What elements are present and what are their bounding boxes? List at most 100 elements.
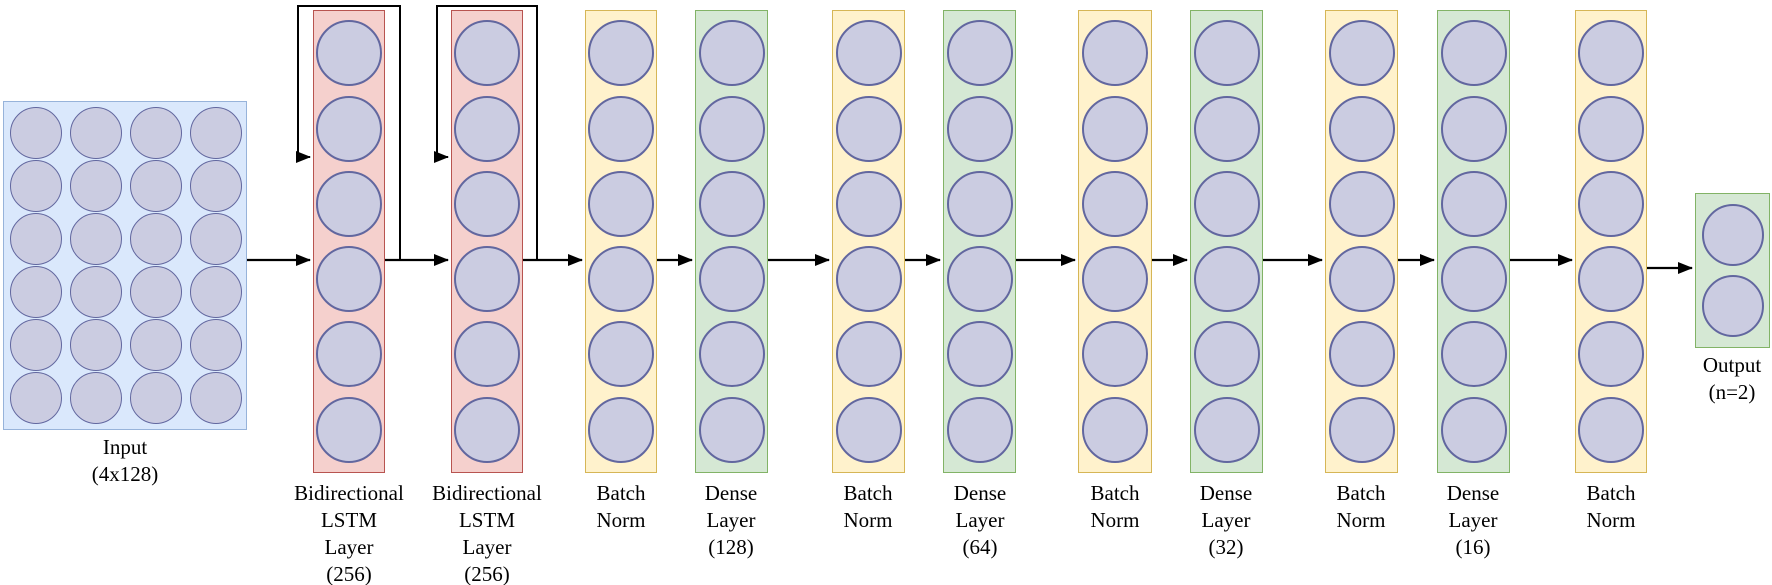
neuron-circle bbox=[454, 321, 520, 388]
neuron-circle bbox=[698, 396, 765, 463]
neuron-circle bbox=[1193, 170, 1260, 237]
label-dense-16: Dense Layer (16) bbox=[1446, 481, 1500, 559]
neuron-circle bbox=[190, 160, 242, 212]
neuron-circle bbox=[1578, 246, 1644, 313]
layer-dense-64 bbox=[943, 10, 1016, 473]
neuron-circle bbox=[698, 20, 765, 87]
neuron-circle bbox=[835, 321, 902, 388]
neuron-circle bbox=[698, 95, 765, 162]
neuron-circle bbox=[1701, 203, 1764, 266]
neuron-circle bbox=[1440, 95, 1507, 162]
label-batchnorm-1: Batch Norm bbox=[596, 481, 646, 532]
neuron-circle bbox=[190, 319, 242, 371]
neuron-circle bbox=[835, 246, 902, 313]
neuron-circle bbox=[1328, 95, 1395, 162]
neuron-circle bbox=[1082, 20, 1148, 87]
layer-batchnorm-1 bbox=[585, 10, 657, 473]
label-dense-128: Dense Layer (128) bbox=[704, 481, 758, 559]
neuron-circle bbox=[454, 246, 520, 313]
neuron-circle bbox=[1082, 95, 1148, 162]
neuron-circle bbox=[1440, 20, 1507, 87]
neuron-circle bbox=[1578, 170, 1644, 237]
neuron-circle bbox=[1578, 95, 1644, 162]
label-batchnorm-2: Batch Norm bbox=[843, 481, 893, 532]
neuron-circle bbox=[1082, 396, 1148, 463]
neuron-circle bbox=[316, 170, 382, 237]
neuron-circle bbox=[454, 95, 520, 162]
neuron-circle bbox=[698, 246, 765, 313]
neuron-circle bbox=[1578, 396, 1644, 463]
neuron-circle bbox=[946, 246, 1013, 313]
neuron-circle bbox=[1578, 321, 1644, 388]
neuron-circle bbox=[70, 213, 122, 265]
neuron-circle bbox=[190, 266, 242, 318]
neuron-circle bbox=[190, 107, 242, 159]
label-dense-64: Dense Layer (64) bbox=[953, 481, 1007, 559]
layer-output bbox=[1695, 193, 1770, 348]
neuron-circle bbox=[1328, 246, 1395, 313]
neuron-circle bbox=[1193, 95, 1260, 162]
neuron-circle bbox=[316, 95, 382, 162]
layer-dense-16 bbox=[1437, 10, 1510, 473]
neuron-circle bbox=[1578, 20, 1644, 87]
neuron-circle bbox=[1193, 20, 1260, 87]
neuron-circle bbox=[130, 160, 182, 212]
label-bilstm-1: Bidirectional LSTM Layer (256) bbox=[294, 481, 404, 585]
neuron-circle bbox=[1701, 275, 1764, 338]
layer-batchnorm-2 bbox=[832, 10, 905, 473]
neuron-circle bbox=[1082, 170, 1148, 237]
neuron-circle bbox=[130, 372, 182, 424]
neuron-circle bbox=[1328, 321, 1395, 388]
neuron-circle bbox=[698, 321, 765, 388]
neuron-circle bbox=[835, 95, 902, 162]
neuron-circle bbox=[130, 213, 182, 265]
neuron-circle bbox=[946, 170, 1013, 237]
neuron-circle bbox=[1082, 321, 1148, 388]
neuron-circle bbox=[70, 319, 122, 371]
neuron-circle bbox=[10, 213, 62, 265]
neuron-circle bbox=[70, 107, 122, 159]
neuron-circle bbox=[835, 20, 902, 87]
neuron-circle bbox=[946, 321, 1013, 388]
layer-batchnorm-3 bbox=[1078, 10, 1152, 473]
neuron-circle bbox=[10, 160, 62, 212]
neuron-circle bbox=[130, 319, 182, 371]
neuron-circle bbox=[1328, 396, 1395, 463]
neuron-circle bbox=[10, 319, 62, 371]
neuron-circle bbox=[454, 170, 520, 237]
neuron-circle bbox=[316, 321, 382, 388]
neuron-circle bbox=[835, 170, 902, 237]
neuron-circle bbox=[10, 107, 62, 159]
label-dense-32: Dense Layer (32) bbox=[1199, 481, 1253, 559]
neuron-circle bbox=[454, 396, 520, 463]
neuron-circle bbox=[454, 20, 520, 87]
label-batchnorm-4: Batch Norm bbox=[1336, 481, 1386, 532]
label-bilstm-2: Bidirectional LSTM Layer (256) bbox=[432, 481, 542, 585]
label-batchnorm-3: Batch Norm bbox=[1090, 481, 1140, 532]
neuron-circle bbox=[835, 396, 902, 463]
neuron-circle bbox=[1440, 321, 1507, 388]
neuron-circle bbox=[588, 95, 654, 162]
neuron-circle bbox=[130, 266, 182, 318]
label-batchnorm-5: Batch Norm bbox=[1586, 481, 1636, 532]
neuron-circle bbox=[10, 266, 62, 318]
neuron-circle bbox=[316, 396, 382, 463]
neuron-circle bbox=[588, 246, 654, 313]
neuron-circle bbox=[698, 170, 765, 237]
neuron-circle bbox=[316, 20, 382, 87]
label-output: Output (n=2) bbox=[1702, 353, 1762, 404]
neuron-circle bbox=[1328, 170, 1395, 237]
neuron-circle bbox=[588, 170, 654, 237]
layer-bilstm-1 bbox=[313, 10, 385, 473]
neuron-circle bbox=[1440, 396, 1507, 463]
neuron-circle bbox=[588, 20, 654, 87]
neuron-circle bbox=[70, 266, 122, 318]
neuron-circle bbox=[70, 160, 122, 212]
neuron-circle bbox=[130, 107, 182, 159]
neuron-circle bbox=[588, 396, 654, 463]
layer-bilstm-2 bbox=[451, 10, 523, 473]
neuron-circle bbox=[1082, 246, 1148, 313]
neuron-circle bbox=[70, 372, 122, 424]
neuron-circle bbox=[588, 321, 654, 388]
